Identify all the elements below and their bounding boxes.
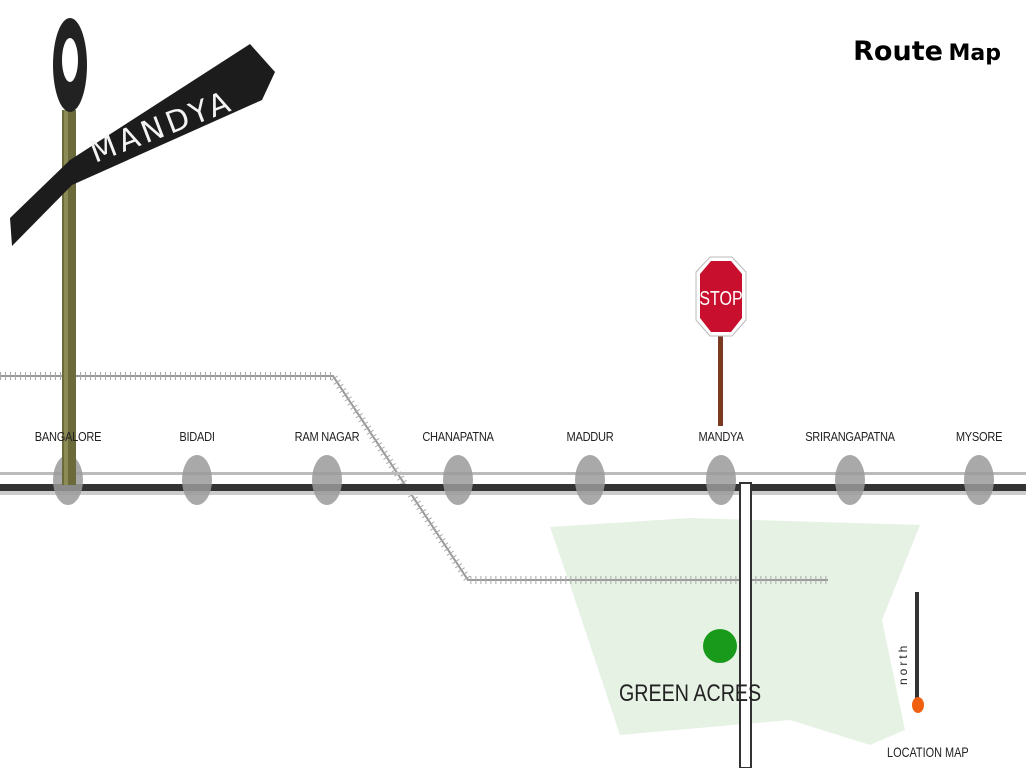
- station-marker[interactable]: [575, 455, 605, 505]
- stop-sign: STOP: [695, 256, 747, 426]
- station-label: BANGALORE: [34, 429, 102, 444]
- station-marker[interactable]: [964, 455, 994, 505]
- station-label: MANDYA: [698, 429, 744, 444]
- station-label: CHANAPATNA: [422, 429, 494, 444]
- location-map-label: LOCATION MAP: [887, 744, 969, 760]
- compass-marker: [912, 697, 924, 713]
- green-acres-label: GREEN ACRES: [619, 680, 762, 707]
- green-area: [550, 518, 920, 745]
- title-bold: Route: [853, 36, 943, 67]
- station-label: RAM NAGAR: [294, 429, 360, 444]
- svg-text:STOP: STOP: [699, 287, 742, 309]
- highway-edge: [0, 472, 1026, 475]
- station-marker[interactable]: [443, 455, 473, 505]
- station-marker[interactable]: [182, 455, 212, 505]
- station-label: BIDADI: [179, 429, 215, 444]
- highway: [0, 484, 1026, 491]
- station-label: MYSORE: [955, 429, 1003, 444]
- green-acres-marker[interactable]: [703, 629, 737, 663]
- title-rest: Map: [948, 41, 1002, 66]
- north-label: north: [896, 642, 910, 685]
- page-title: Route Map: [853, 36, 1001, 67]
- station-marker[interactable]: [312, 455, 342, 505]
- signpost: MANDYA: [10, 18, 275, 485]
- station-marker[interactable]: [706, 455, 736, 505]
- station-label: MADDUR: [566, 429, 614, 444]
- station-marker[interactable]: [835, 455, 865, 505]
- station-label: SRIRANGAPATNA: [805, 429, 895, 444]
- side-road: [739, 482, 752, 768]
- railway-track: [0, 372, 828, 584]
- north-arrow: [915, 592, 919, 704]
- svg-text:MANDYA: MANDYA: [85, 84, 238, 171]
